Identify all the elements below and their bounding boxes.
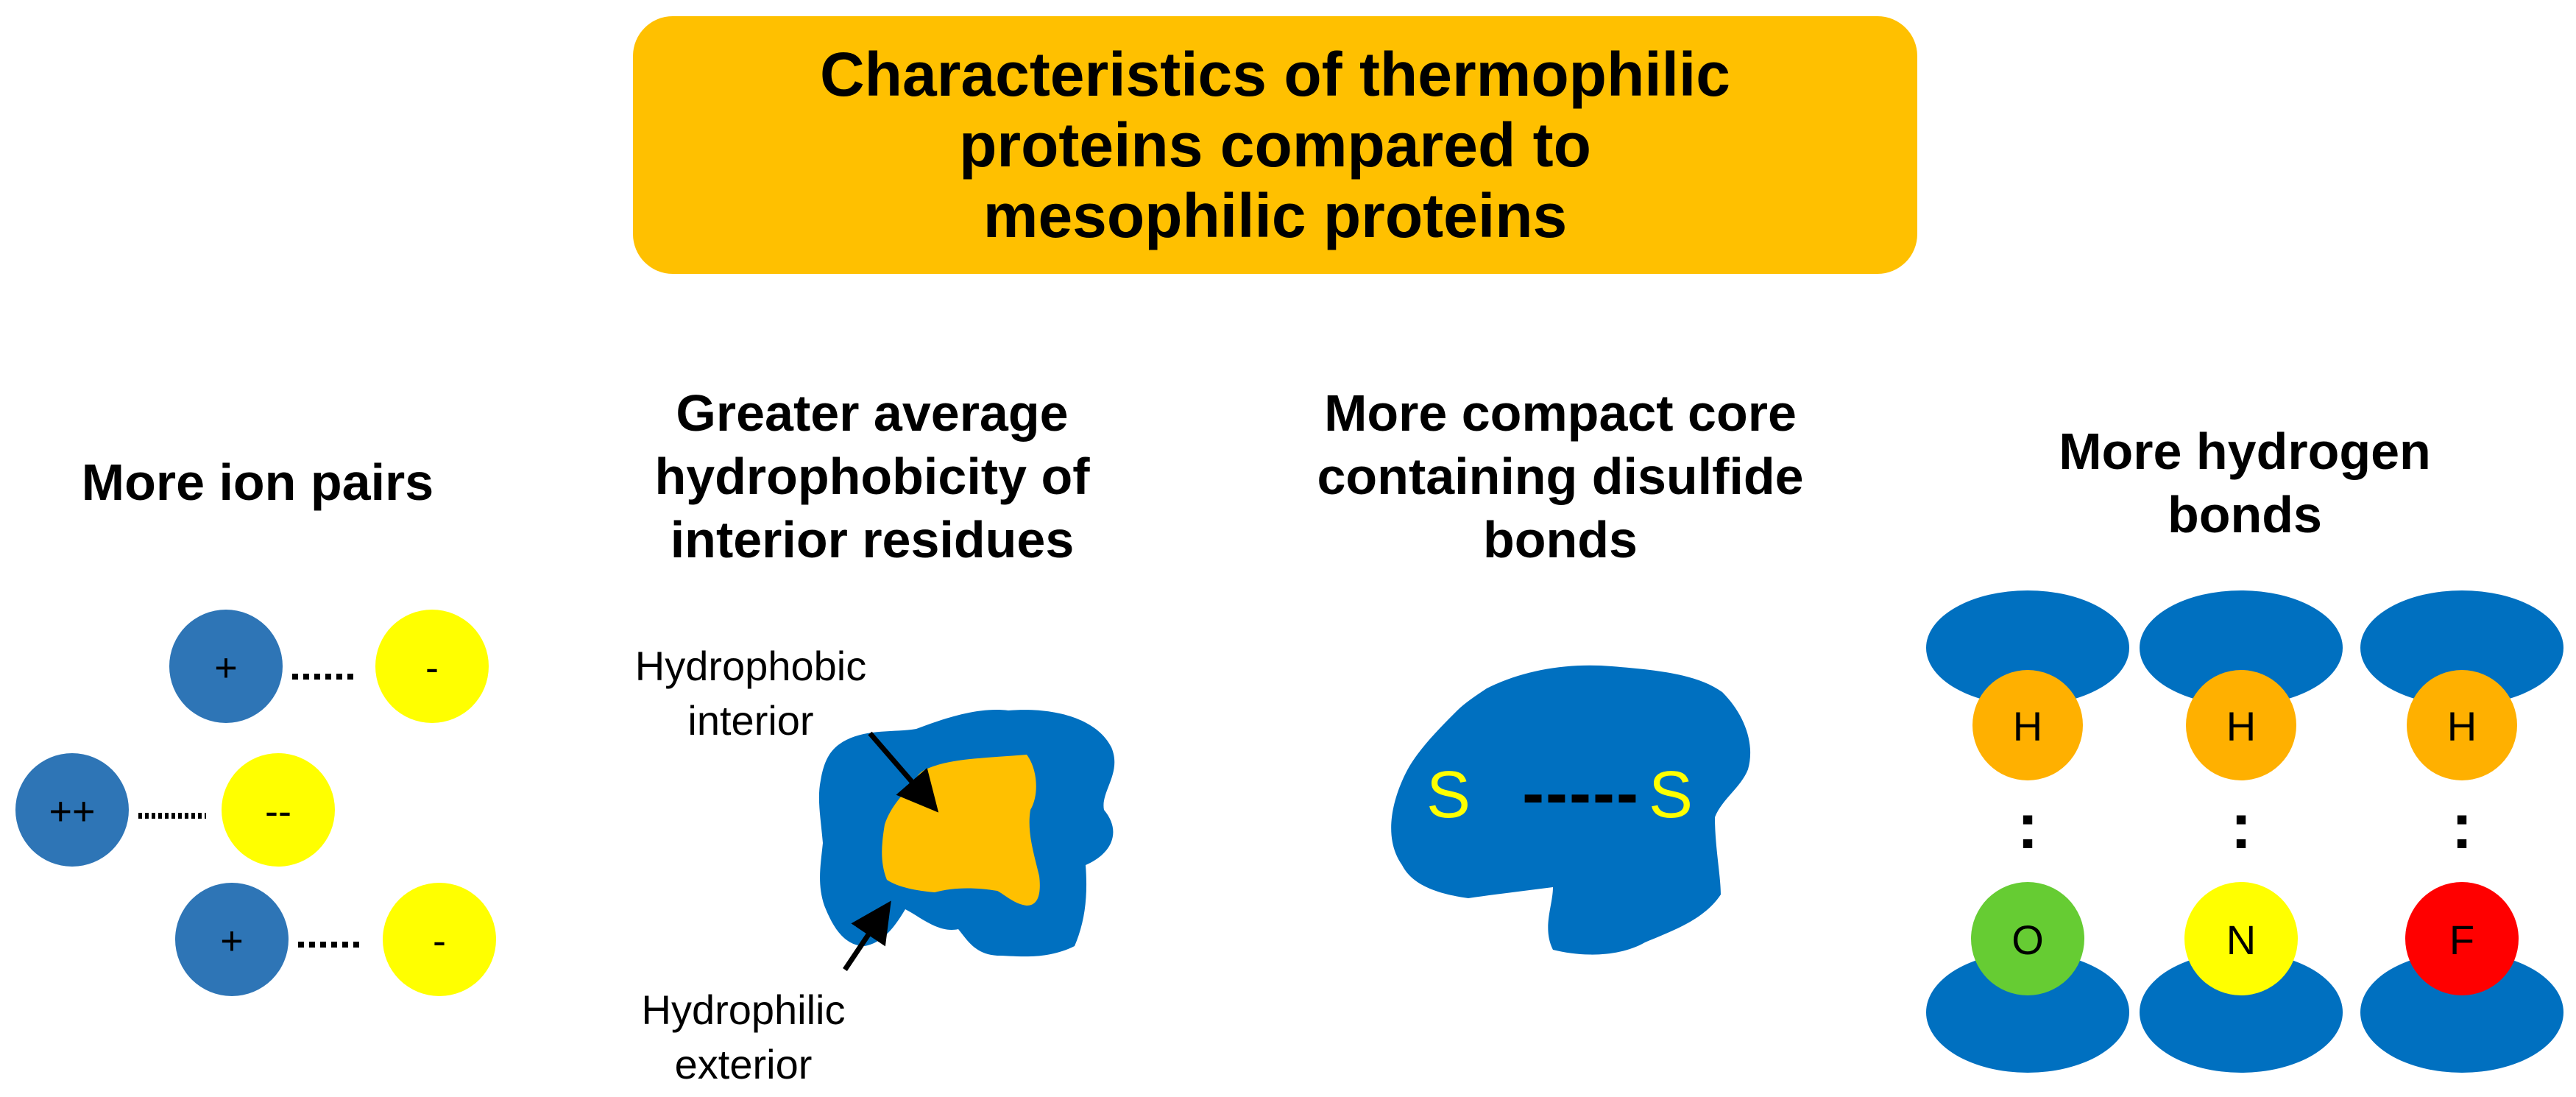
ion-pairs-heading: More ion pairs [29, 451, 486, 514]
hydrophobic-interior-label: Hydrophobic interior [611, 639, 891, 748]
heading-line: interior residues [670, 511, 1075, 568]
acceptor-atom-label: N [2226, 917, 2256, 963]
hydrogen-bond-symbol: : [2451, 789, 2472, 862]
title-line: Characteristics of thermophilic [820, 40, 1730, 109]
title-line: proteins compared to [959, 110, 1591, 180]
acceptor-atom-label: F [2449, 917, 2474, 963]
heading-line: More compact core [1324, 384, 1797, 442]
acceptor-atom-circle [1971, 882, 2084, 995]
negative-ion-label: - [425, 646, 439, 690]
positive-ion-label: ++ [49, 789, 95, 833]
donor-molecule-shape [2360, 590, 2563, 705]
acceptor-molecule-shape [2360, 952, 2563, 1073]
heading-line: bonds [2168, 486, 2322, 543]
negative-ion-circle [375, 610, 489, 723]
donor-molecule-shape [2140, 590, 2343, 705]
heading-line: More ion pairs [81, 454, 434, 511]
ion-pair-row-1: + - [169, 610, 489, 723]
acceptor-atom-circle [2405, 882, 2519, 995]
positive-ion-circle [15, 753, 129, 867]
hydrogen-bond-symbol: : [2017, 789, 2038, 862]
heading-line: More hydrogen [2059, 423, 2431, 480]
hydrogen-atom-circle [2186, 670, 2296, 780]
positive-ion-label: + [220, 919, 244, 963]
hydrogen-bond-symbol: : [2230, 789, 2251, 862]
hydrogen-atom-label: H [2013, 703, 2042, 749]
ion-pair-row-2: ++ -- [15, 753, 335, 867]
acceptor-atom-label: O [2011, 917, 2044, 963]
hydrogen-bond-groups: H: O H: N H: F [1926, 590, 2563, 1073]
exterior-arrow [843, 900, 891, 971]
hydrogen-atom-circle [1972, 670, 2083, 780]
sulfur-right-label: S [1649, 758, 1693, 832]
interior-arrow [868, 731, 939, 813]
hydrogen-atom-label: H [2226, 703, 2256, 749]
acceptor-atom-circle [2184, 882, 2298, 995]
hydrogen-bond-group: H: F [2360, 590, 2563, 1073]
heading-line: Greater average [676, 384, 1069, 442]
heading-line: containing disulfide [1317, 448, 1804, 505]
title-box: Characteristics of thermophilic proteins… [633, 16, 1917, 274]
hydrogen-bonds-heading: More hydrogen bonds [1950, 420, 2539, 546]
acceptor-molecule-shape [1926, 952, 2129, 1073]
heading-line: bonds [1483, 511, 1638, 568]
hydrogen-atom-label: H [2447, 703, 2477, 749]
compact-core-shape [1391, 665, 1751, 955]
label-line: exterior [674, 1041, 813, 1087]
disulfide-bond-label: ----- [1522, 757, 1640, 830]
hydrogen-atom-circle [2407, 670, 2517, 780]
label-line: Hydrophobic [634, 643, 867, 689]
disulfide-heading: More compact core containing disulfide b… [1255, 381, 1866, 571]
hydrophilic-exterior-label: Hydrophilic exterior [604, 983, 883, 1092]
positive-ion-circle [169, 610, 283, 723]
negative-ion-circle [222, 753, 335, 867]
negative-ion-circle [383, 883, 496, 996]
hydrogen-bond-group: H: O [1926, 590, 2129, 1073]
positive-ion-label: + [214, 646, 238, 690]
label-line: interior [687, 697, 814, 744]
positive-ion-circle [175, 883, 289, 996]
heading-line: hydrophobicity of [654, 448, 1090, 505]
sulfur-left-label: S [1426, 758, 1471, 832]
negative-ion-label: -- [265, 789, 291, 833]
acceptor-molecule-shape [2140, 952, 2343, 1073]
ion-pair-row-3: + - [175, 883, 496, 996]
hydrogen-bond-group: H: N [2140, 590, 2343, 1073]
donor-molecule-shape [1926, 590, 2129, 705]
label-line: Hydrophilic [641, 987, 846, 1033]
hydrophobicity-heading: Greater average hydrophobicity of interi… [589, 381, 1156, 571]
title-line: mesophilic proteins [983, 181, 1568, 250]
main-title: Characteristics of thermophilic proteins… [820, 39, 1730, 251]
negative-ion-label: - [433, 919, 446, 963]
